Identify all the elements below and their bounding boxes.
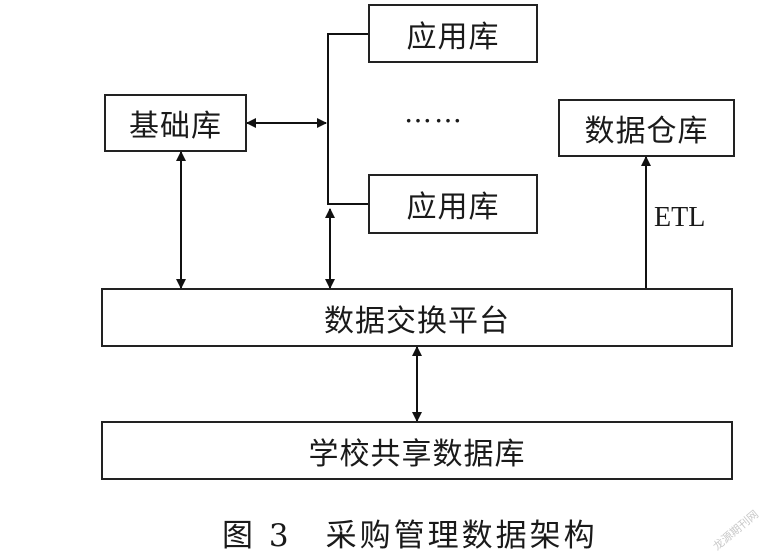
etl-label: ETL — [654, 202, 706, 233]
figure-caption: 图 3 采购管理数据架构 — [222, 518, 598, 554]
shared-db-node: 学校共享数据库 — [101, 421, 733, 480]
app-db-bracket — [327, 33, 368, 205]
app-db-bottom-node: 应用库 — [368, 174, 538, 234]
app-db-top-label: 应用库 — [406, 19, 500, 55]
data-warehouse-label: 数据仓库 — [584, 114, 709, 149]
data-warehouse-node: 数据仓库 — [558, 99, 735, 157]
ellipsis-text: …… — [404, 96, 464, 129]
app-db-top-node: 应用库 — [368, 4, 538, 63]
shared-db-label: 学校共享数据库 — [308, 436, 526, 472]
base-db-label: 基础库 — [129, 109, 222, 144]
exchange-platform-node: 数据交换平台 — [101, 288, 733, 347]
exchange-platform-label: 数据交换平台 — [324, 303, 510, 339]
base-db-node: 基础库 — [104, 94, 247, 152]
app-db-bottom-label: 应用库 — [406, 190, 500, 225]
